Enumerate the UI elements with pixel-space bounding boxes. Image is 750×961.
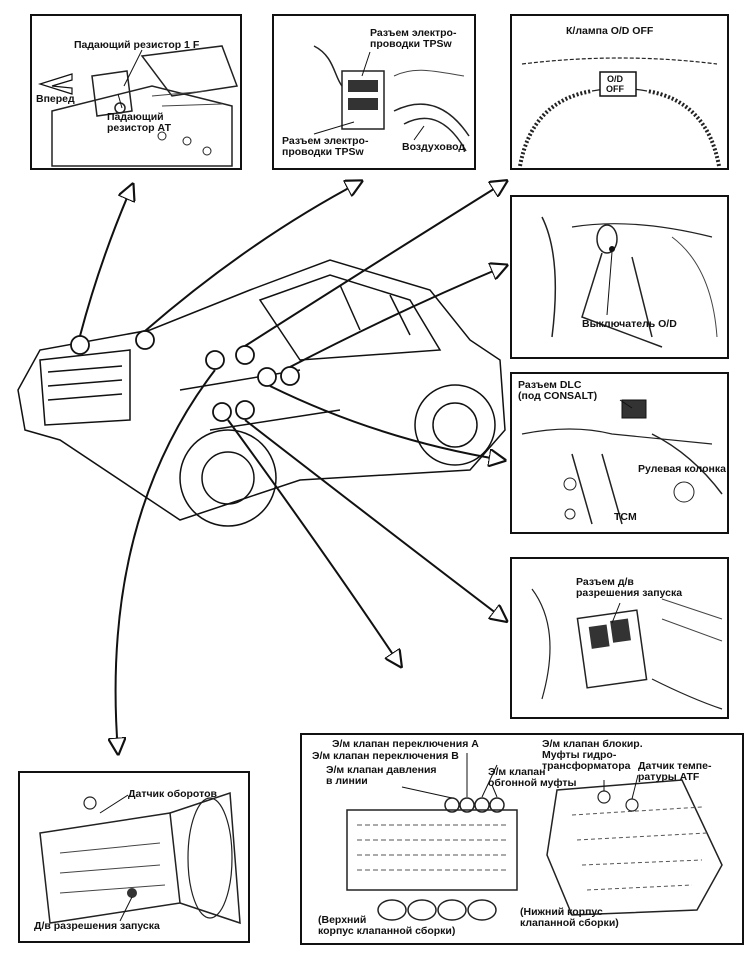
label-forward: Вперед [36,93,75,105]
label-overrun-clutch-solenoid: Э/м клапан обгонной муфты [488,766,577,789]
label-dropping-resistor-at: Падающий резистор АТ [107,111,171,134]
label-upper-body: (Верхний корпус клапанной сборки) [318,914,456,937]
vehicle-illustration [17,259,506,527]
valve-body-illustration [346,753,723,921]
label-shift-solenoid-a: Э/м клапан переключения А [332,738,479,750]
label-lockup-solenoid: Э/м клапан блокир. Муфты гидро- трансфор… [542,738,643,772]
label-od-off-lamp: К/лампа O/D OFF [566,25,654,37]
label-tps-connector-top: Разъем электро- проводки TPSw [370,27,457,50]
transmission-illustration [39,791,241,925]
dashboard-illustration [518,57,721,167]
panel-transmission: Датчик оборотов Д/в разрешения запуска [18,771,250,943]
panel-engine-resistors: Падающий резистор 1 F Вперед Падающий ре… [30,14,242,170]
location-markers [70,330,300,422]
od-off-lamp-text: O/D OFF [606,74,624,94]
label-shift-solenoid-b: Э/м клапан переключения В [312,750,459,762]
label-steering-column: Рулевая колонка [638,463,726,475]
label-tcm: TCM [614,511,637,523]
od-switch-icon [609,246,615,252]
forward-arrow-icon [37,73,73,95]
steering-column-illustration [521,399,723,525]
label-air-duct: Воздуховод [402,141,466,153]
engine-bay-illustration [37,45,239,167]
start-inhibitor-illustration [531,588,723,710]
label-dropping-resistor-1f: Падающий резистор 1 F [74,39,200,51]
label-od-switch: Выключатель O/D [582,318,677,330]
label-dlc-connector: Разъем DLC (под CONSALT) [518,379,598,402]
tps-illustration [313,45,470,152]
label-atf-temp-sensor: Датчик темпе- ратуры ATF [638,760,712,783]
label-start-connector: Разъем д/в разрешения запуска [576,576,683,599]
label-line-pressure-solenoid: Э/м клапан давления в линии [326,764,437,787]
label-tps-connector-bottom: Разъем электро- проводки TPSw [282,135,369,158]
panel-start-inhibitor: Разъем д/в разрешения запуска [510,557,729,719]
shifter-illustration [541,216,718,348]
label-start-inhibitor-sensor: Д/в разрешения запуска [34,920,160,932]
panel-od-switch: Выключатель O/D [510,195,729,359]
od-off-lamp-icon [599,71,637,97]
panel-dlc-tcm: Разъем DLC (под CONSALT) Рулевая колонка… [510,372,729,534]
label-lower-body: (Нижний корпус клапанной сборки) [520,906,619,929]
callout-arrows [79,182,505,752]
panel-valve-body: Э/м клапан переключения А Э/м клапан пер… [300,733,744,945]
label-speed-sensor: Датчик оборотов [128,788,217,800]
panel-tps-connectors: Разъем электро- проводки TPSw Разъем эле… [272,14,476,170]
panel-od-lamp: К/лампа O/D OFF O/D OFF [510,14,729,170]
